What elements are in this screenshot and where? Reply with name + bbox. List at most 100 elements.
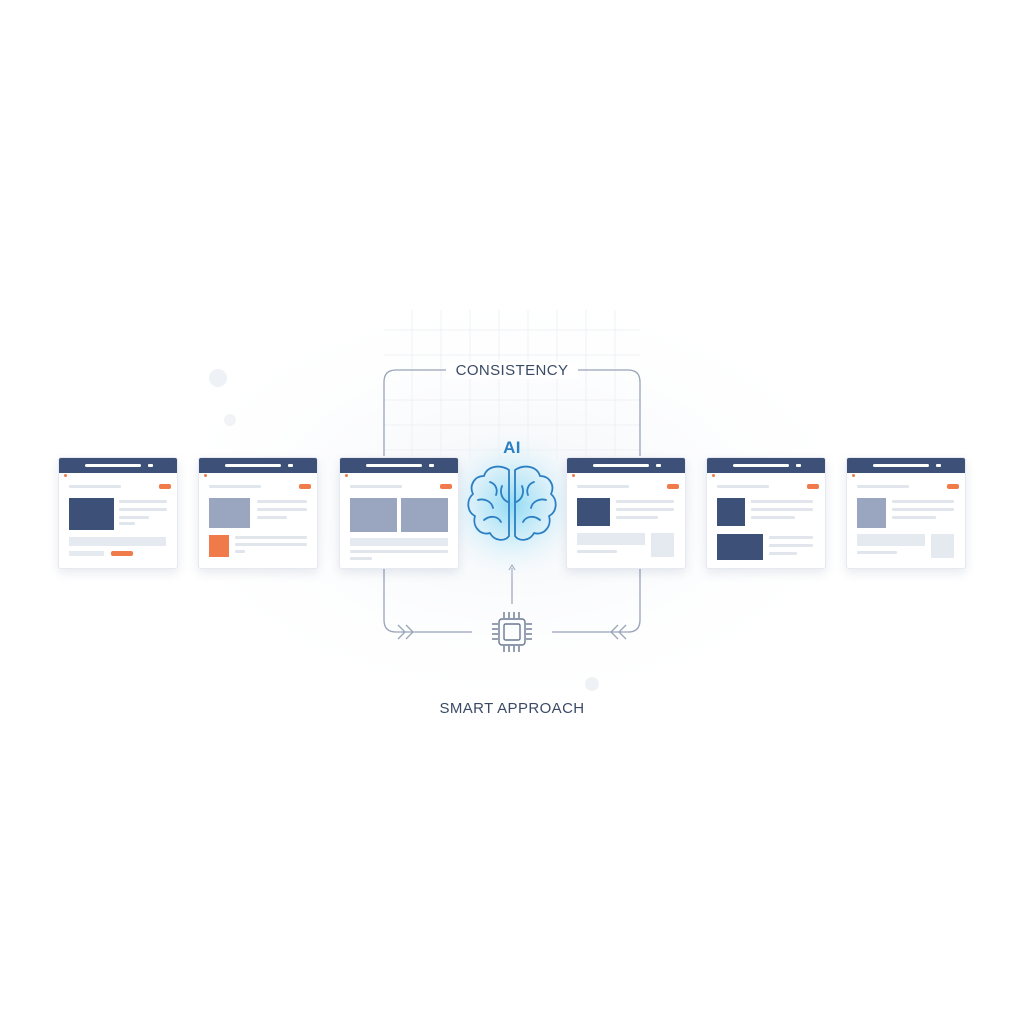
menu-icon — [148, 464, 153, 467]
text-line — [892, 516, 936, 519]
window-dots-icon — [64, 464, 79, 482]
decor-dot — [209, 369, 227, 387]
window-dots-icon — [852, 464, 867, 482]
image-placeholder — [717, 498, 745, 526]
header-line — [209, 485, 261, 488]
image-placeholder — [350, 498, 397, 532]
text-line — [257, 508, 307, 511]
text-line — [616, 508, 674, 511]
image-placeholder — [931, 534, 954, 558]
image-placeholder — [857, 498, 886, 528]
text-line — [119, 508, 167, 511]
decor-dot — [585, 677, 599, 691]
cta-button — [159, 484, 171, 489]
address-bar — [593, 464, 649, 467]
text-line — [350, 557, 372, 560]
bottom-connector-right — [552, 568, 641, 633]
arrow-right-icon — [397, 624, 414, 640]
browser-bar — [707, 458, 825, 477]
consistency-label-text: CONSISTENCY — [445, 362, 579, 379]
brain-icon — [467, 465, 557, 541]
content-block — [69, 551, 104, 556]
window-dots-icon — [572, 464, 587, 482]
menu-icon — [288, 464, 293, 467]
text-line — [751, 508, 813, 511]
text-line — [119, 516, 149, 519]
header-line — [717, 485, 769, 488]
top-bracket-left — [383, 369, 448, 456]
webpage-mockup — [566, 457, 686, 569]
text-line — [751, 516, 795, 519]
cta-button — [299, 484, 311, 489]
text-line — [769, 552, 797, 555]
text-line — [235, 536, 307, 539]
window-dots-icon — [712, 464, 727, 482]
content-block — [69, 537, 166, 546]
header-line — [577, 485, 629, 488]
menu-icon — [429, 464, 434, 467]
smart-approach-label: SMART APPROACH — [439, 700, 585, 717]
webpage-mockup — [846, 457, 966, 569]
image-placeholder — [69, 498, 114, 530]
arrow-left-icon — [610, 624, 627, 640]
browser-bar — [59, 458, 177, 477]
consistency-label: CONSISTENCY — [0, 362, 1024, 379]
menu-icon — [796, 464, 801, 467]
cta-button — [111, 551, 133, 556]
content-block — [577, 533, 645, 545]
text-line — [257, 516, 287, 519]
browser-bar — [847, 458, 965, 477]
bottom-connector-left — [383, 568, 472, 633]
webpage-mockup — [58, 457, 178, 569]
browser-bar — [567, 458, 685, 477]
text-line — [577, 550, 617, 553]
background-grid — [384, 310, 640, 460]
menu-icon — [656, 464, 661, 467]
text-line — [616, 500, 674, 503]
address-bar — [366, 464, 422, 467]
image-placeholder — [577, 498, 610, 526]
text-line — [769, 544, 813, 547]
text-line — [857, 551, 897, 554]
address-bar — [873, 464, 929, 467]
text-line — [257, 500, 307, 503]
text-line — [892, 508, 954, 511]
header-line — [857, 485, 909, 488]
text-line — [751, 500, 813, 503]
webpage-mockup — [198, 457, 318, 569]
image-placeholder — [401, 498, 448, 532]
text-line — [119, 522, 135, 525]
cta-button — [440, 484, 452, 489]
image-placeholder — [209, 498, 250, 528]
ai-glow — [434, 427, 590, 583]
webpage-mockup — [706, 457, 826, 569]
text-line — [235, 543, 307, 546]
menu-icon — [936, 464, 941, 467]
text-line — [350, 550, 448, 553]
top-bracket-right — [576, 369, 641, 456]
text-line — [892, 500, 954, 503]
text-line — [235, 550, 245, 553]
cta-button — [807, 484, 819, 489]
decor-dot — [224, 414, 236, 426]
address-bar — [85, 464, 141, 467]
image-placeholder — [651, 533, 674, 557]
text-line — [119, 500, 167, 503]
address-bar — [225, 464, 281, 467]
ai-label: AI — [503, 438, 521, 457]
header-line — [69, 485, 121, 488]
text-line — [616, 516, 658, 519]
accent-block — [209, 535, 229, 557]
browser-bar — [340, 458, 458, 477]
image-placeholder — [717, 534, 763, 560]
address-bar — [733, 464, 789, 467]
browser-bar — [199, 458, 317, 477]
window-dots-icon — [345, 464, 360, 482]
cta-button — [667, 484, 679, 489]
cta-button — [947, 484, 959, 489]
window-dots-icon — [204, 464, 219, 482]
chip-icon — [492, 612, 532, 652]
webpage-mockup — [339, 457, 459, 569]
